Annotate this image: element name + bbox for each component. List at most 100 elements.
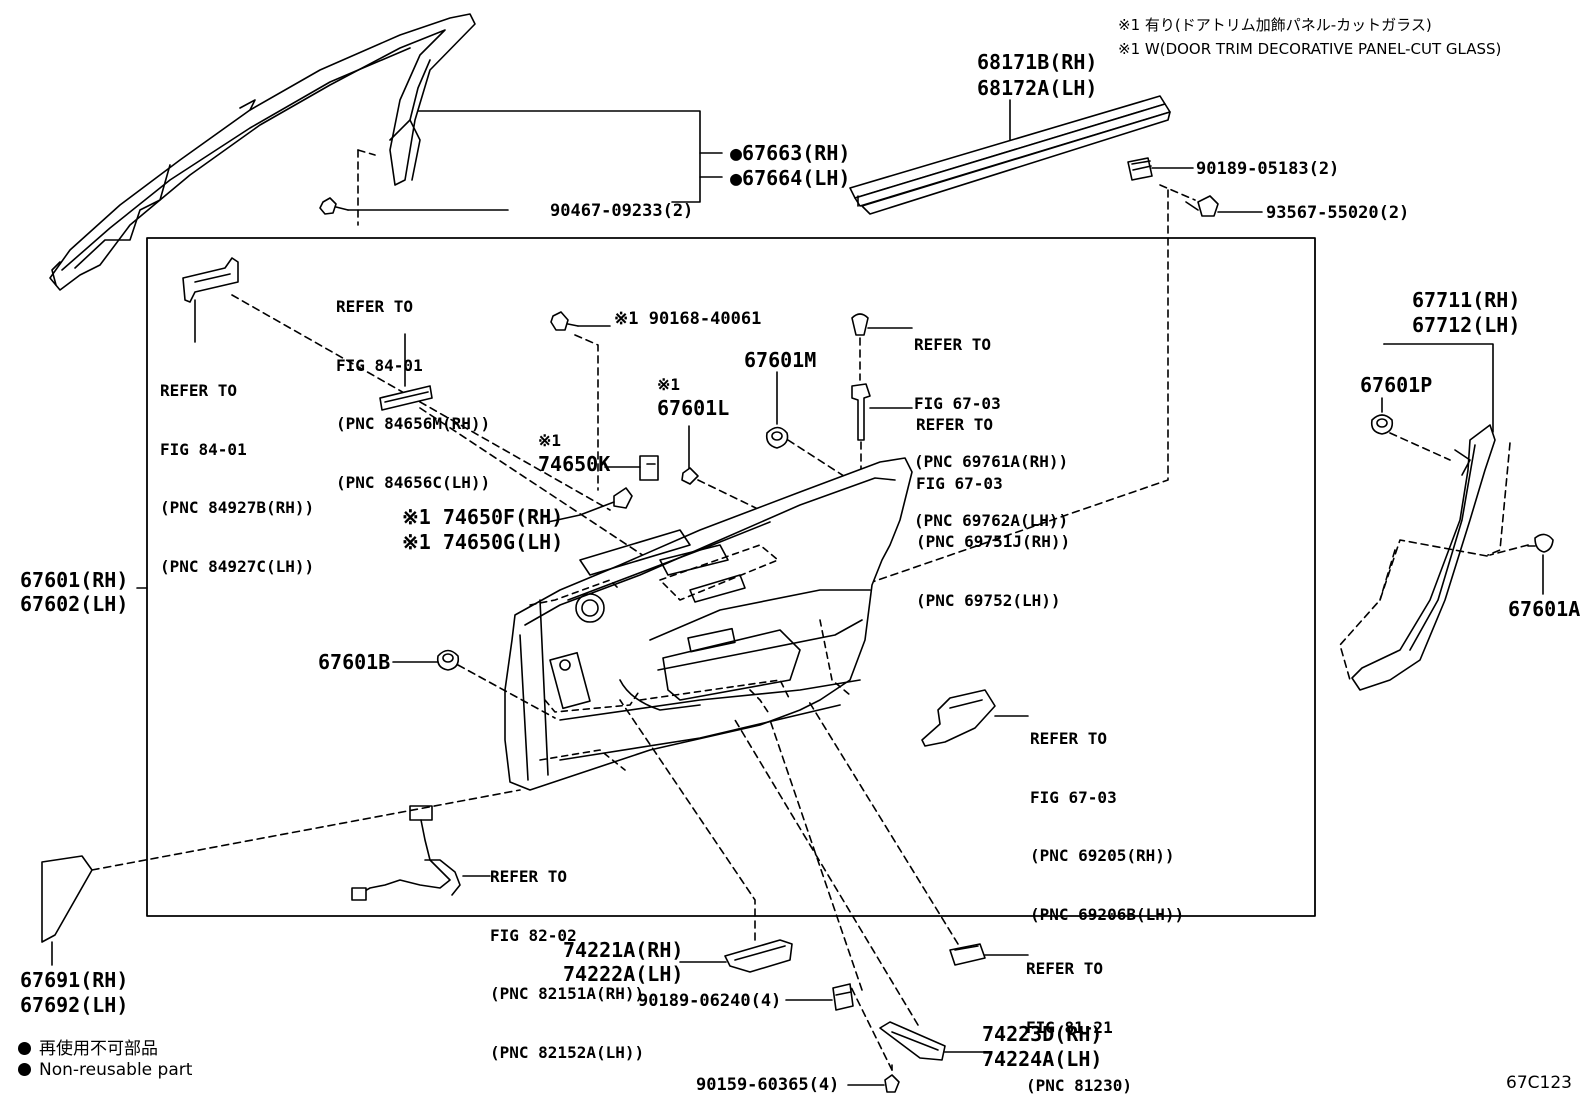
part-67601m: 67601M — [744, 348, 817, 372]
speaker-bracket-shape — [182, 257, 239, 303]
ref-line: (PNC 81230) — [1026, 1076, 1132, 1095]
ref-line: (PNC 69762A(LH)) — [914, 510, 1069, 530]
clip-67601a-shape — [1527, 533, 1554, 553]
legend-en-text: Non-reusable part — [39, 1060, 193, 1080]
ref-fig-67-03-b: REFER TO FIG 67-03 (PNC 69751J(RH)) (PNC… — [916, 376, 1070, 630]
ref-line: REFER TO — [160, 381, 238, 400]
part-67692: 67692(LH) — [20, 993, 129, 1017]
clip-67601b-shape — [436, 649, 460, 671]
ref-line: (PNC 69206B(LH)) — [1030, 904, 1185, 924]
clip-67601l-shape — [681, 467, 699, 485]
ref-fig-67-03-a: REFER TO FIG 67-03 (PNC 69761A(RH)) (PNC… — [914, 296, 1068, 550]
clip-position-lines — [529, 544, 851, 771]
ref-line: (PNC 69751J(RH)) — [916, 532, 1071, 551]
screw-90168-shape — [550, 311, 579, 331]
legend-jp: 再使用不可部品 — [18, 1034, 158, 1059]
ref-fig-82-02: REFER TO FIG 82-02 (PNC 82151A(RH)) (PNC… — [490, 828, 644, 1082]
part-67602: 67602(LH) — [20, 592, 129, 616]
ref-line: FIG 67-03 — [916, 473, 1003, 493]
legend-en: Non-reusable part — [18, 1060, 192, 1080]
inside-handle-shape — [921, 689, 996, 747]
part-67691: 67691(RH) — [20, 968, 129, 992]
lock-rod-shape — [851, 383, 871, 441]
lock-knob-shape — [851, 313, 869, 336]
part-67663: ●67663(RH) — [730, 141, 851, 165]
part-67601: 67601(RH) — [20, 568, 129, 592]
part-74223: 74223D(RH) — [982, 1022, 1103, 1046]
ref-fig-67-03-c: REFER TO FIG 67-03 (PNC 69205(RH)) (PNC … — [1030, 690, 1184, 944]
ref-line: (PNC 82152A(LH)) — [490, 1042, 645, 1062]
part-74221: 74221A(RH) — [563, 938, 684, 962]
part-74224: 74224A(LH) — [982, 1047, 1103, 1071]
belt-weatherstrip-shape — [849, 95, 1171, 215]
clip-74650k-shape — [639, 455, 659, 481]
clip-67601p-shape — [1370, 414, 1394, 435]
part-74650g: ※1 74650G(LH) — [402, 530, 564, 554]
ref-fig-84-01-a: REFER TO FIG 84-01 (PNC 84656M(RH)) (PNC… — [336, 258, 490, 512]
note-en: ※1 W(DOOR TRIM DECORATIVE PANEL-CUT GLAS… — [1118, 40, 1502, 58]
ref-line: REFER TO — [490, 867, 568, 886]
part-90467: 90467-09233(2) — [550, 201, 694, 221]
part-74650k-mark: ※1 — [538, 431, 562, 450]
part-74650f: ※1 74650F(RH) — [402, 505, 564, 529]
non-reusable-dot-icon — [18, 1063, 31, 1076]
mirror-cover-shape — [41, 855, 93, 943]
door-frame-garnish-shape — [49, 13, 476, 291]
clip-67601m-shape — [765, 426, 789, 449]
part-67711: 67711(RH) — [1412, 288, 1521, 312]
part-67601a: 67601A — [1508, 597, 1581, 621]
part-74650k: 74650K — [538, 452, 611, 476]
clip-90189-06240-shape — [832, 983, 854, 1011]
cover-74223-shape — [879, 1021, 946, 1061]
ref-line: REFER TO — [1026, 959, 1104, 978]
clip-90467-shape — [319, 197, 349, 215]
ref-line: FIG 82-02 — [490, 925, 577, 945]
wire-harness-shape — [351, 805, 461, 901]
cover-74650f-shape — [613, 487, 633, 509]
part-74222: 74222A(LH) — [563, 962, 684, 986]
part-68171: 68171B(RH) — [977, 50, 1098, 74]
legend-jp-text: 再使用不可部品 — [39, 1039, 158, 1059]
ref-line: FIG 81-21 — [1026, 1017, 1113, 1037]
part-67664: ●67664(LH) — [730, 166, 851, 190]
screw-90159-shape — [884, 1064, 900, 1093]
ref-line: (PNC 84656M(RH)) — [336, 414, 491, 433]
part-67712: 67712(LH) — [1412, 313, 1521, 337]
part-90159: 90159-60365(4) — [696, 1075, 840, 1095]
part-67601l-mark: ※1 — [657, 375, 681, 394]
switch-81230-shape — [949, 943, 986, 966]
pillar-garnish-shape — [1351, 424, 1496, 691]
note-jp: ※1 有り(ドアトリム加飾パネル-カットガラス) — [1118, 16, 1432, 34]
ref-fig-81-21: REFER TO FIG 81-21 (PNC 81230) — [1026, 920, 1132, 1115]
ref-line: FIG 84-01 — [160, 439, 247, 459]
ref-line: REFER TO — [914, 335, 992, 354]
ref-line: (PNC 84927C(LH)) — [160, 556, 315, 576]
ref-line: (PNC 84656C(LH)) — [336, 472, 491, 492]
armrest-base-74221-shape — [724, 939, 793, 973]
part-90189-05183: 90189-05183(2) — [1196, 159, 1340, 179]
part-67601p: 67601P — [1360, 373, 1433, 397]
ref-line: REFER TO — [916, 415, 994, 434]
ref-line: (PNC 69761A(RH)) — [914, 452, 1069, 471]
door-trim-board-shape — [504, 457, 913, 791]
ref-line: REFER TO — [1030, 729, 1108, 748]
part-68172: 68172A(LH) — [977, 76, 1098, 100]
assembly-frame — [146, 237, 1316, 917]
switch-84656-shape — [379, 385, 433, 411]
figure-code: 67C123 — [1506, 1073, 1572, 1093]
ref-line: FIG 67-03 — [914, 393, 1001, 413]
non-reusable-dot-icon — [18, 1042, 31, 1055]
cap-90189-shape — [1127, 157, 1153, 181]
ref-line: FIG 67-03 — [1030, 787, 1117, 807]
part-67601b: 67601B — [318, 650, 391, 674]
ref-line: (PNC 69752(LH)) — [916, 590, 1061, 610]
part-93567: 93567-55020(2) — [1266, 203, 1410, 223]
part-90189-06240: 90189-06240(4) — [638, 991, 782, 1011]
ref-line: (PNC 69205(RH)) — [1030, 846, 1175, 865]
screw-93567-shape — [1185, 195, 1219, 217]
ref-line: FIG 84-01 — [336, 355, 423, 375]
ref-fig-84-01-b: REFER TO FIG 84-01 (PNC 84927B(RH)) (PNC… — [160, 342, 314, 596]
ref-line: (PNC 82151A(RH)) — [490, 984, 645, 1003]
